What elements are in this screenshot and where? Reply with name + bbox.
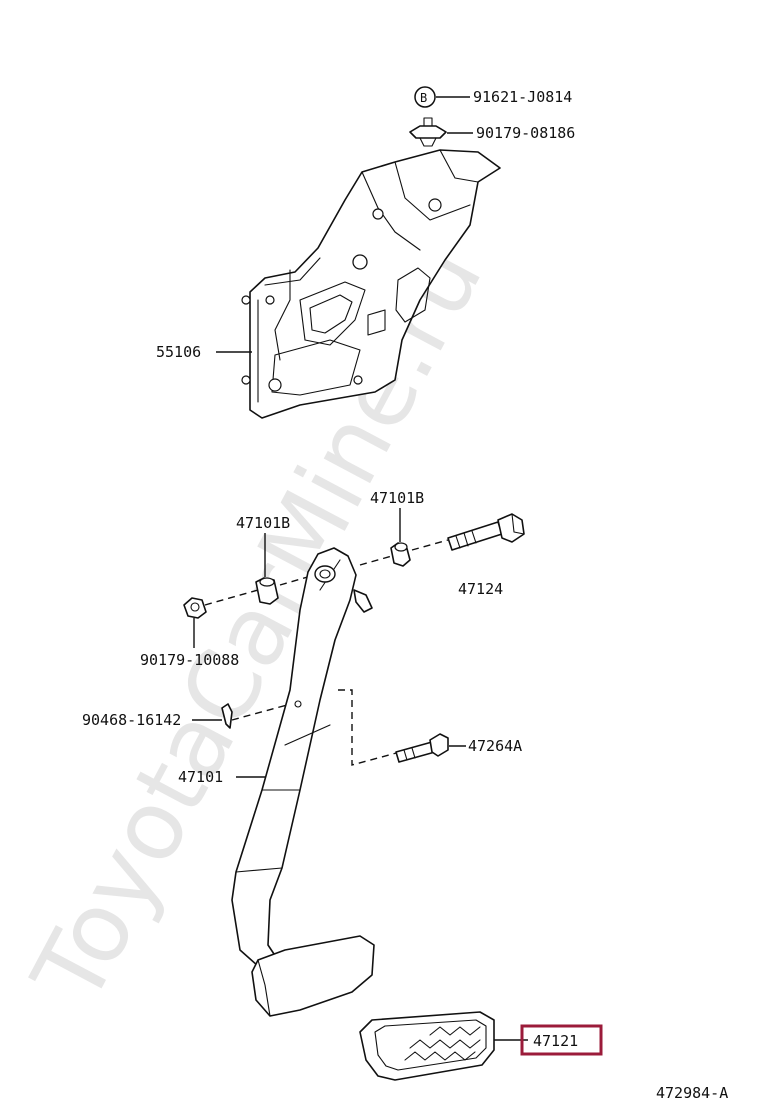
bushing-47101B-right-part[interactable]	[390, 542, 411, 567]
pedal-arm-47101-part[interactable]	[231, 547, 375, 1017]
diagram-id: 472984-A	[656, 1084, 728, 1102]
dash-pedal-to-bushing	[359, 555, 393, 566]
label-47121[interactable]: 47121	[533, 1032, 578, 1050]
pin-90468-16142-part[interactable]	[221, 703, 233, 729]
clip-nut-90179-part[interactable]	[409, 117, 447, 147]
dash-bushing-to-pedal	[279, 573, 319, 586]
circle-b-marker	[414, 86, 436, 108]
label-47101B-right[interactable]: 47101B	[370, 489, 424, 507]
label-47124[interactable]: 47124	[458, 580, 503, 598]
bolt-91621-part[interactable]: B	[414, 86, 436, 108]
nut-90179-10088-part[interactable]	[183, 597, 207, 619]
highlight-box-47121	[520, 1024, 603, 1056]
label-91621-J0814[interactable]: 91621-J0814	[473, 88, 572, 106]
label-90179-08186[interactable]: 90179-08186	[476, 124, 575, 142]
dash-bushing-to-bolt	[411, 539, 449, 551]
label-90179-10088[interactable]: 90179-10088	[140, 651, 239, 669]
dash-nut-to-bushing	[204, 589, 259, 606]
shaft-47264A-part[interactable]	[395, 733, 449, 763]
label-47264A[interactable]: 47264A	[468, 737, 522, 755]
label-47101[interactable]: 47101	[178, 768, 223, 786]
circle-b-label: B	[420, 91, 427, 105]
bolt-47124-part[interactable]	[447, 513, 525, 551]
label-90468-16142[interactable]: 90468-16142	[82, 711, 181, 729]
bracket-55106-part[interactable]	[241, 149, 501, 419]
pedal-pad-47121-part[interactable]	[359, 1011, 495, 1081]
label-55106[interactable]: 55106	[156, 343, 201, 361]
dash-shaft	[338, 689, 401, 766]
bushing-47101B-left-part[interactable]	[255, 577, 279, 605]
label-47101B-left[interactable]: 47101B	[236, 514, 290, 532]
